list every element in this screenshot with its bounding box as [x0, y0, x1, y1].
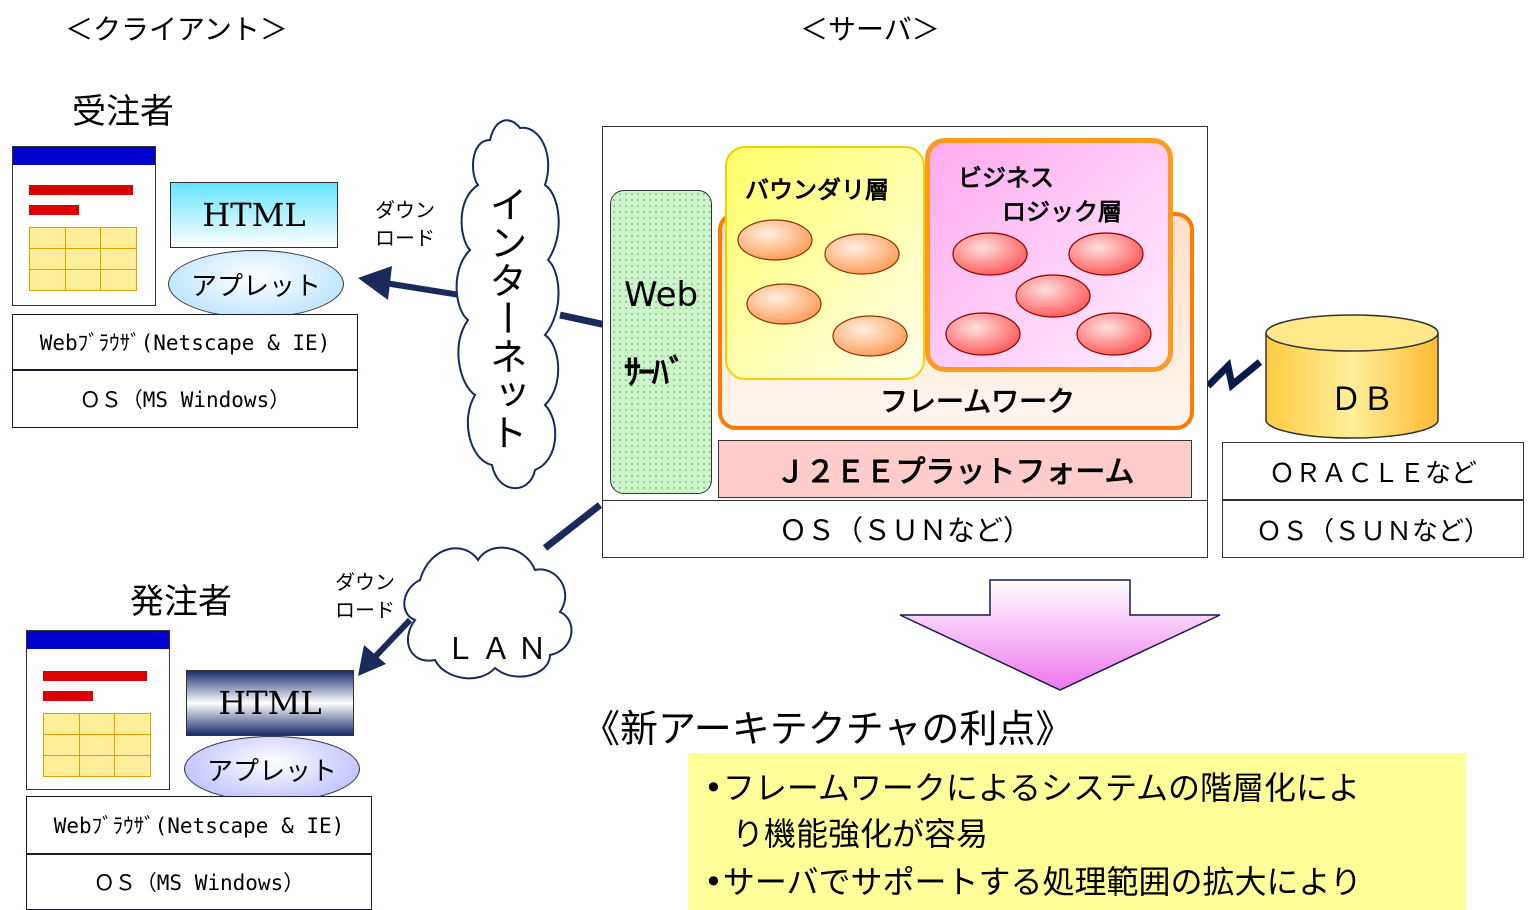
ordering-party-os-box: ＯＳ（MS Windows）	[26, 854, 372, 910]
ordering-party-browser-box: Webﾌﾞﾗｳｻﾞ(Netscape & IE)	[26, 796, 372, 854]
download-arrow-ordering-party	[358, 617, 413, 676]
lan-cloud-icon	[403, 546, 573, 680]
ordering-party-html-box: HTML	[186, 670, 354, 736]
orderer-applet-oval: アプレット	[168, 250, 344, 318]
orderer-html-box: HTML	[170, 182, 338, 248]
framework-label: フレームワーク	[880, 385, 1076, 418]
server-header: ＜サーバ＞	[800, 13, 940, 46]
advantages-arrow-icon	[899, 579, 1221, 691]
oracle-box: ＯＲＡＣＬＥなど	[1222, 442, 1524, 500]
lan-to-server-line	[542, 502, 603, 551]
lan-label: ＬＡＮ	[445, 632, 553, 667]
advantages-title: 《新アーキテクチャの利点》	[582, 707, 1074, 751]
window-titlebar	[27, 631, 169, 649]
ordering-party-title: 発注者	[130, 582, 232, 622]
business-label-line1: ビジネス	[958, 164, 1054, 192]
db-os-box: ＯＳ（ＳＵＮなど）	[1222, 500, 1524, 558]
grid-table-icon	[29, 227, 137, 291]
orderer-browser-window	[12, 146, 156, 306]
web-server-box	[610, 190, 712, 494]
window-titlebar	[13, 147, 155, 165]
business-label-line2: ロジック層	[1002, 198, 1122, 226]
db-connector-icon	[1205, 358, 1263, 392]
advantage-item1-line1: •フレームワークによるシステムの階層化によ	[704, 769, 1360, 807]
internet-to-server-line	[559, 311, 607, 329]
red-bar	[43, 671, 147, 681]
download-arrow-orderer	[358, 266, 461, 300]
orderer-os-box: ＯＳ（MS Windows）	[12, 370, 358, 428]
advantages-box: •フレームワークによるシステムの階層化によ り機能強化が容易 •サーバでサポート…	[688, 753, 1466, 910]
ordering-party-applet-oval: アプレット	[184, 736, 360, 802]
orderer-download-label: ダウン ロード	[375, 198, 435, 250]
red-bar	[29, 185, 133, 195]
red-bar	[43, 691, 93, 701]
ordering-party-browser-window	[26, 630, 170, 790]
web-server-label-line1: Web	[624, 275, 699, 315]
advantage-item1-line2: り機能強化が容易	[732, 815, 989, 853]
internet-cloud-icon	[455, 119, 560, 490]
client-header: ＜クライアント＞	[65, 13, 288, 46]
internet-label: インターネット	[483, 185, 527, 451]
db-label: ＤＢ	[1330, 380, 1395, 418]
ordering-party-download-label: ダウン ロード	[335, 570, 395, 622]
boundary-layer-label: バウンダリ層	[745, 176, 889, 204]
web-server-label-line2: ｻｰﾊﾞ	[624, 353, 686, 393]
orderer-browser-box: Webﾌﾞﾗｳｻﾞ(Netscape & IE)	[12, 314, 358, 370]
j2ee-platform-box: Ｊ２ＥＥプラットフォーム	[718, 440, 1192, 498]
advantage-item2-line1: •サーバでサポートする処理範囲の拡大により	[704, 863, 1362, 901]
server-os-box: ＯＳ（ＳＵＮなど）	[602, 500, 1208, 558]
red-bar	[29, 205, 79, 215]
orderer-title: 受注者	[72, 92, 174, 132]
grid-table-icon	[43, 713, 151, 777]
